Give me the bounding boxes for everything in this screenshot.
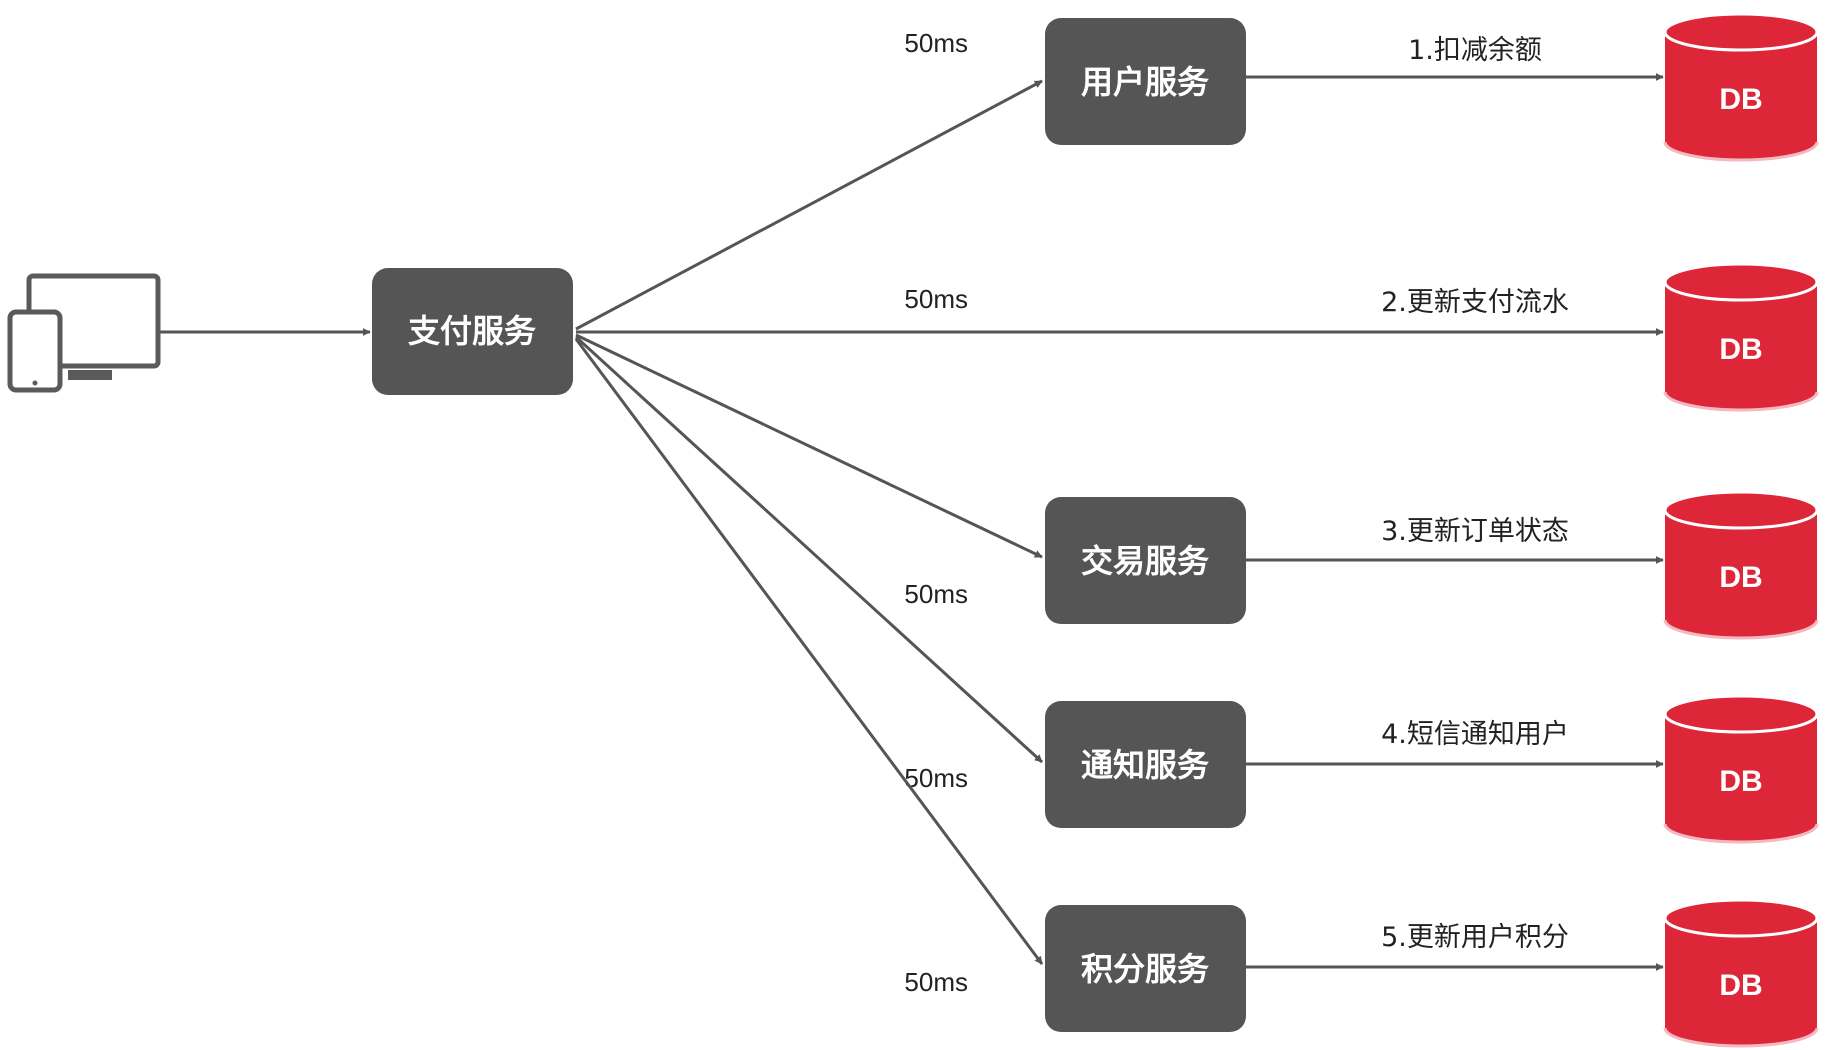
notify-service-label: 通知服务 bbox=[1081, 746, 1209, 784]
phone-button-icon bbox=[32, 380, 38, 386]
db-label: DB bbox=[1719, 83, 1762, 116]
operation-label-5: 5.更新用户积分 bbox=[1381, 922, 1569, 953]
pay-service-node: 支付服务 bbox=[372, 268, 573, 395]
db-label: DB bbox=[1719, 969, 1762, 1002]
database-icon: DB bbox=[1663, 12, 1819, 162]
operation-label-3: 3.更新订单状态 bbox=[1381, 516, 1569, 547]
pay-to-trade-service-arrow bbox=[575, 333, 1043, 559]
operation-label-2: 2.更新支付流水 bbox=[1381, 287, 1569, 318]
trade-service-node bbox=[1045, 497, 1246, 624]
db-label: DB bbox=[1719, 765, 1762, 798]
pay-service-label: 支付服务 bbox=[408, 312, 536, 350]
user-service-latency: 50ms bbox=[904, 28, 968, 58]
notify-service-node bbox=[1045, 701, 1246, 828]
mobile-and-desktop-devices-icon bbox=[7, 273, 161, 393]
pay-to-notify-service-arrow bbox=[574, 335, 1044, 764]
database-icon: DB bbox=[1663, 490, 1819, 640]
points-service-latency: 50ms bbox=[904, 967, 968, 997]
database-icon: DB bbox=[1663, 694, 1819, 844]
pay-to-user-service-arrow bbox=[575, 79, 1043, 331]
trade-service-branch: 50ms 交易服务 3.更新订单状态 DB bbox=[575, 333, 1819, 640]
user-service-branch: 50ms 用户服务 1.扣减余额 DB bbox=[575, 12, 1819, 331]
user-service-label: 用户服务 bbox=[1081, 63, 1209, 101]
trade-service-label: 交易服务 bbox=[1081, 542, 1209, 580]
points-service-branch: 50ms 积分服务 5.更新用户积分 DB bbox=[574, 338, 1819, 1048]
operation-label-4: 4.短信通知用户 bbox=[1381, 719, 1569, 750]
database-icon: DB bbox=[1663, 898, 1819, 1048]
desktop-stand-icon bbox=[68, 370, 112, 380]
payment-record-branch: 50ms 2.更新支付流水 DB bbox=[576, 262, 1819, 412]
user-service-node bbox=[1045, 18, 1246, 145]
pay-to-points-service-arrow bbox=[574, 338, 1044, 965]
points-service-node bbox=[1045, 905, 1246, 1032]
trade-service-latency: 50ms bbox=[904, 579, 968, 609]
db-label: DB bbox=[1719, 333, 1762, 366]
database-icon: DB bbox=[1663, 262, 1819, 412]
notify-service-latency: 50ms bbox=[904, 763, 968, 793]
phone-icon bbox=[7, 309, 63, 393]
notify-service-branch: 50ms 通知服务 4.短信通知用户 DB bbox=[574, 335, 1819, 844]
db-label: DB bbox=[1719, 561, 1762, 594]
payment-record-latency: 50ms bbox=[904, 284, 968, 314]
operation-label-1: 1.扣减余额 bbox=[1408, 35, 1542, 66]
points-service-label: 积分服务 bbox=[1081, 950, 1209, 988]
